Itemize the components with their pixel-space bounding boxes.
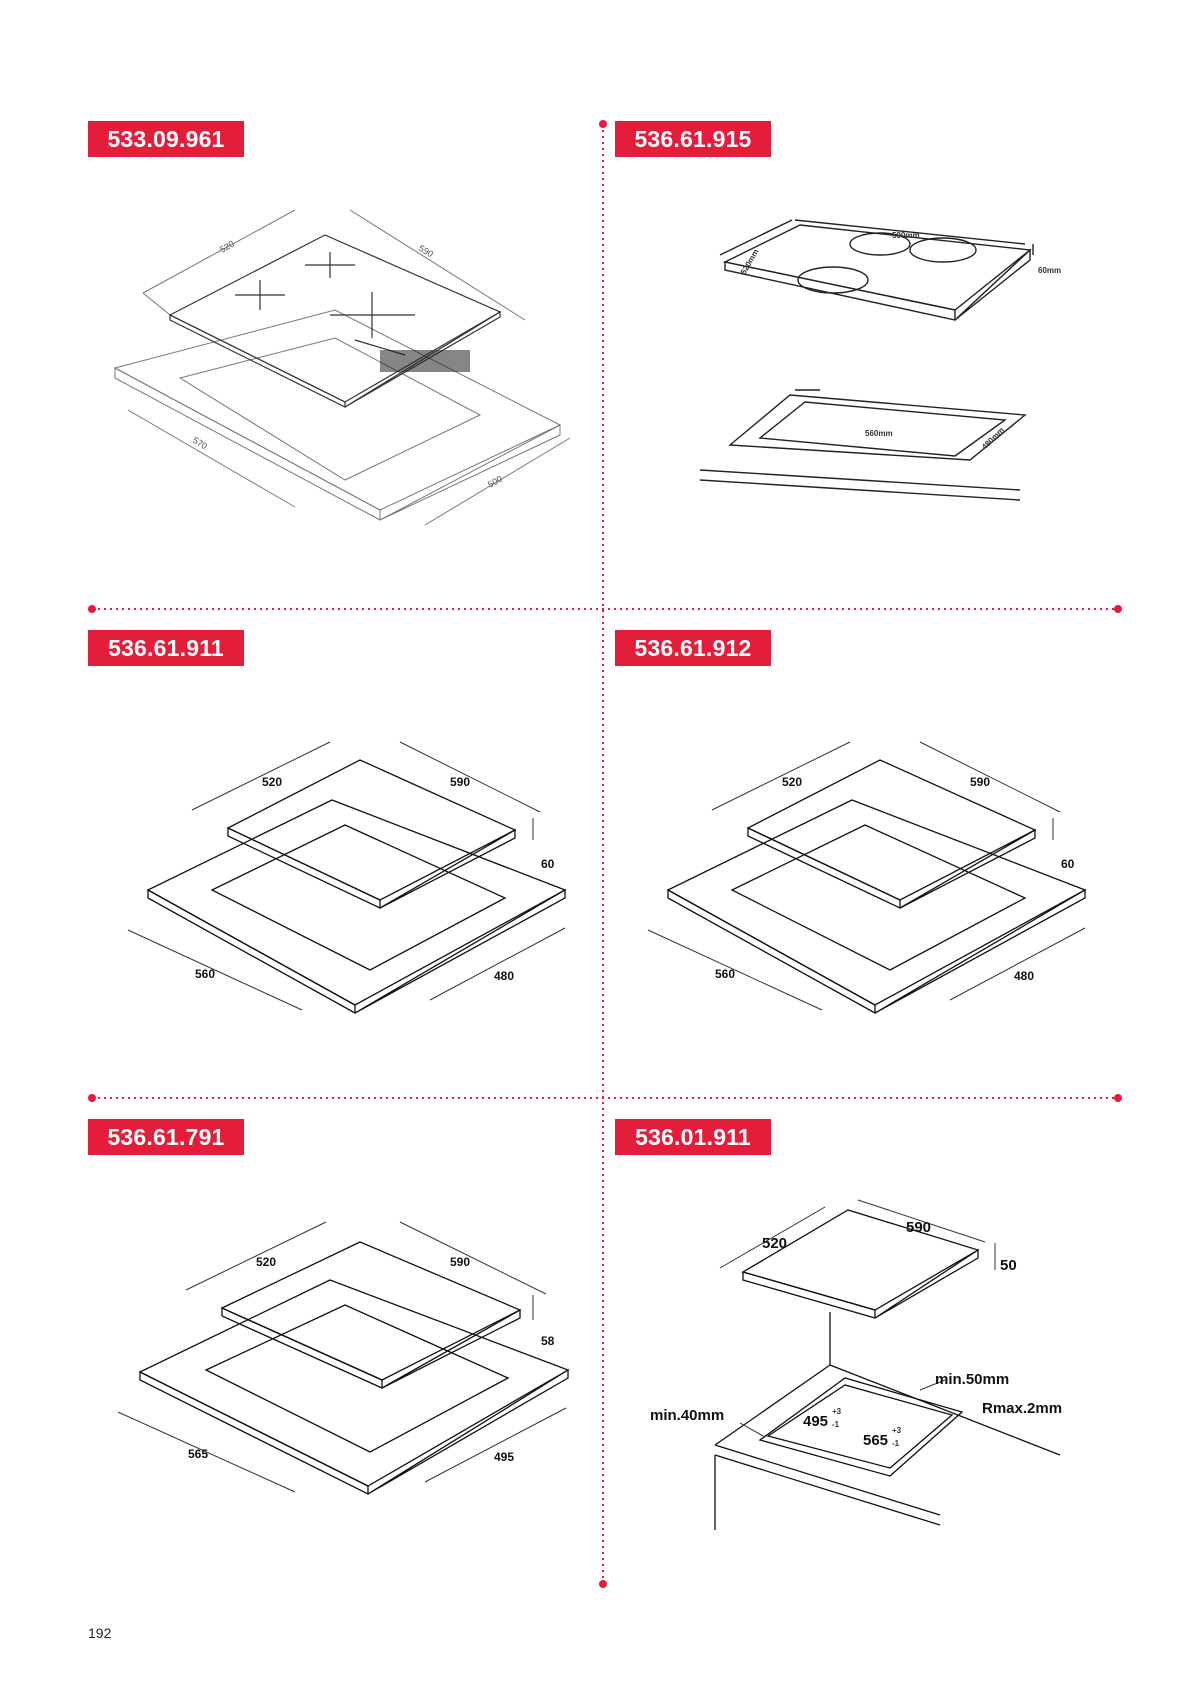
dim-label: 50 (1000, 1257, 1017, 1274)
divider-dot (1114, 605, 1122, 613)
dim-label: 58 (541, 1334, 555, 1348)
dim-label: 560 (715, 967, 735, 981)
dim-label: 60 (1061, 857, 1075, 871)
hob-drawing-536-61-911: 520 590 60 560 480 (127, 741, 567, 1015)
tolerance-label: +3 (892, 1426, 902, 1435)
dim-label: 560 (195, 967, 215, 981)
hob-drawing-533-09-961: 520 590 570 500 (113, 209, 571, 526)
dim-label: 590mm (892, 231, 920, 240)
page-number: 192 (88, 1625, 112, 1641)
hob-drawing-536-61-915: 590mm 520mm 60mm 560mm 480mm (699, 219, 1061, 501)
dim-label: 495 (803, 1413, 828, 1430)
dim-label: 565 (188, 1447, 208, 1461)
dim-label: 480 (494, 969, 514, 983)
dim-label: 520mm (739, 248, 761, 276)
dim-label: min.50mm (935, 1371, 1009, 1388)
dim-label: 520 (762, 1235, 787, 1252)
hob-drawing-536-01-911: 520 590 50 min.50mm min.40mm Rmax.2mm 49… (650, 1199, 1062, 1530)
dim-label: 520 (256, 1255, 276, 1269)
dim-label: Rmax.2mm (982, 1400, 1062, 1417)
dim-label: 565 (863, 1432, 888, 1449)
dim-label: 520 (218, 239, 236, 255)
dim-label: 590 (906, 1219, 931, 1236)
dim-label: 500 (486, 474, 504, 490)
divider-dot (1114, 1094, 1122, 1102)
dim-label: 590 (450, 775, 470, 789)
dim-label: 590 (970, 775, 990, 789)
dim-label: 520 (782, 775, 802, 789)
tolerance-label: -1 (892, 1439, 900, 1448)
product-code-tag: 536.61.911 (88, 630, 244, 666)
dim-label: 590 (417, 243, 435, 259)
divider-dot (88, 605, 96, 613)
dim-label: 495 (494, 1450, 514, 1464)
dim-label: min.40mm (650, 1407, 724, 1424)
hob-drawing-536-61-791: 520 590 58 565 495 (117, 1221, 570, 1496)
dim-label: 480 (1014, 969, 1034, 983)
tolerance-label: +3 (832, 1407, 842, 1416)
product-code-tag: 536.61.791 (88, 1119, 244, 1155)
product-code-tag: 536.61.915 (615, 121, 771, 157)
divider-dot (599, 120, 607, 128)
dim-label: 60 (541, 857, 555, 871)
divider-dot (599, 1580, 607, 1588)
product-code-tag: 533.09.961 (88, 121, 244, 157)
dim-label: 60mm (1038, 266, 1061, 275)
tolerance-label: -1 (832, 1420, 840, 1429)
product-code-tag: 536.01.911 (615, 1119, 771, 1155)
dim-label: 560mm (865, 429, 893, 438)
divider-dot (88, 1094, 96, 1102)
hob-drawing-536-61-912: 520 590 60 560 480 (647, 741, 1087, 1015)
dim-label: 520 (262, 775, 282, 789)
dim-label: 590 (450, 1255, 470, 1269)
dim-label: 570 (191, 435, 209, 451)
product-code-tag: 536.61.912 (615, 630, 771, 666)
